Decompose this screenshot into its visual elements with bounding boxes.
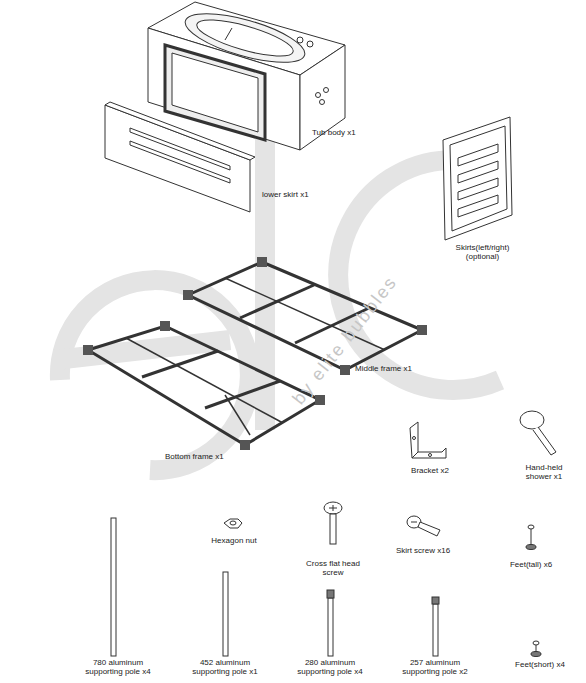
- part-label: 452 aluminum supporting pole x1: [183, 658, 267, 676]
- part-label: Feet(tall) x6: [498, 560, 564, 569]
- supporting-poles: [111, 518, 439, 656]
- skirt-screw: [407, 516, 440, 536]
- lower-skirt: [105, 102, 255, 212]
- part-label: 780 aluminum supporting pole x4: [76, 658, 160, 676]
- part-label: lower skirt x1: [262, 190, 332, 199]
- part-label: Cross flat head screw: [302, 559, 364, 577]
- bracket: [410, 422, 446, 458]
- cross-flat-head-screw: [324, 502, 342, 544]
- part-label: Hand-held shower x1: [515, 463, 573, 481]
- part-label: Tub body x1: [312, 128, 382, 137]
- hexagon-nut: [224, 519, 242, 528]
- part-label: Skirts(left/right) (optional): [440, 243, 525, 261]
- feet-tall: [526, 525, 536, 550]
- part-label: Bracket x2: [400, 466, 460, 475]
- part-label: Hexagon nut: [203, 536, 265, 545]
- part-label: Middle frame x1: [355, 364, 435, 373]
- part-label: Feet(short) x4: [500, 660, 580, 669]
- part-label: 257 aluminum supporting pole x2: [393, 658, 477, 676]
- side-skirt: [443, 117, 512, 240]
- part-label: Bottom frame x1: [165, 452, 245, 461]
- part-label: 280 aluminum supporting pole x4: [288, 658, 372, 676]
- hand-held-shower: [520, 411, 556, 455]
- bottom-frame: [83, 321, 325, 450]
- part-label: Skirt screw x16: [388, 546, 458, 555]
- feet-short: [531, 641, 541, 657]
